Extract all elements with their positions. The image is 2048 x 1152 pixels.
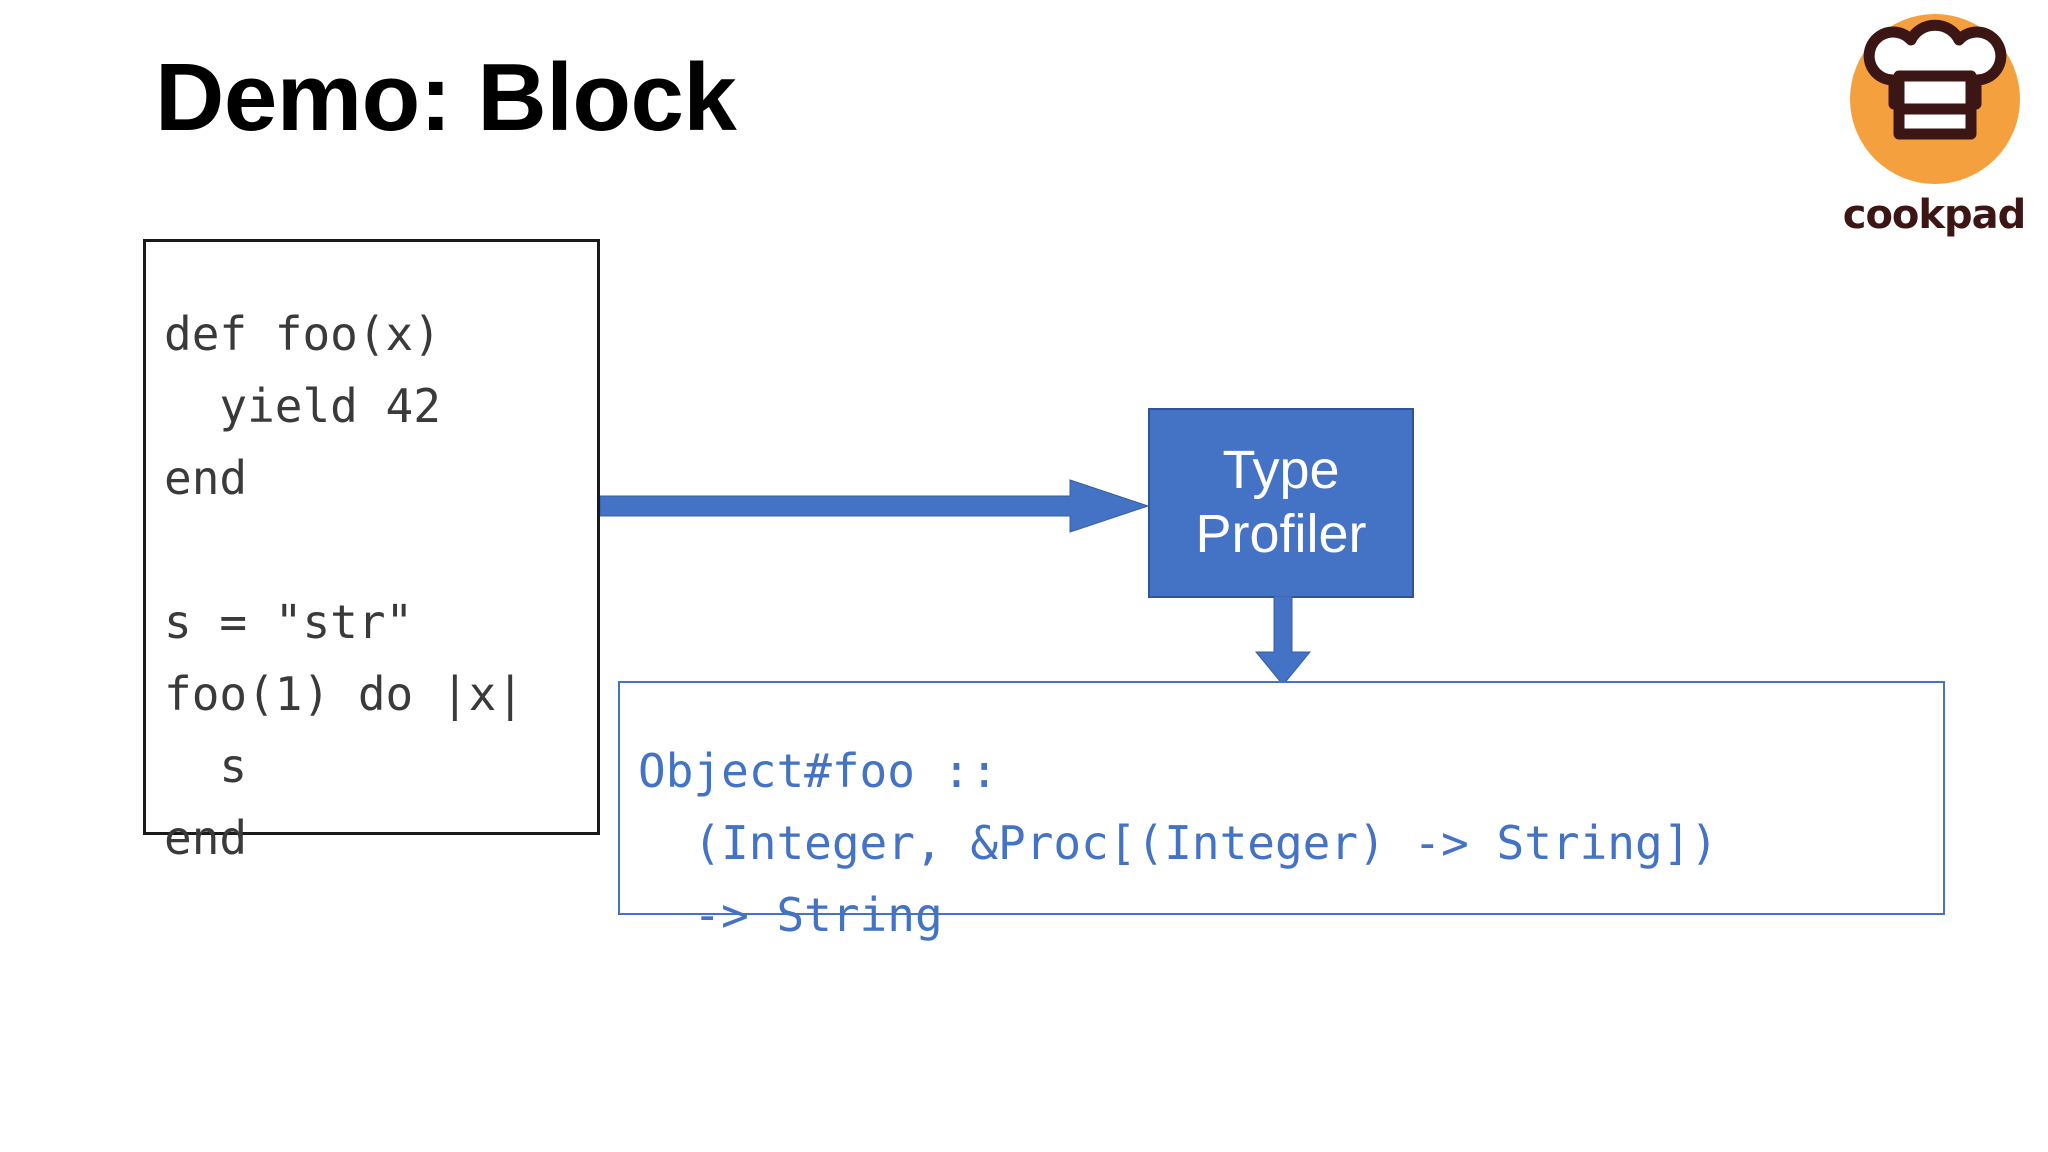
logo-wordmark: cookpad bbox=[1842, 192, 2027, 238]
type-profiler-label-line2: Profiler bbox=[1195, 504, 1367, 564]
arrow-down-icon bbox=[1254, 596, 1312, 686]
chef-hat-icon bbox=[1863, 19, 2007, 140]
output-box: Object#foo :: (Integer, &Proc[(Integer) … bbox=[618, 681, 1945, 942]
page-title: Demo: Block bbox=[155, 44, 737, 151]
source-code-box: def foo(x) yield 42 end s = "str" foo(1)… bbox=[143, 239, 600, 865]
source-code-text: def foo(x) yield 42 end s = "str" foo(1)… bbox=[164, 307, 525, 865]
output-text: Object#foo :: (Integer, &Proc[(Integer) … bbox=[638, 744, 1719, 942]
type-profiler-label-line1: Type bbox=[1222, 440, 1340, 501]
type-profiler-block: Type Profiler bbox=[1148, 408, 1414, 598]
arrow-right-icon bbox=[600, 479, 1150, 533]
cookpad-logo: cookpad bbox=[1838, 14, 2030, 254]
